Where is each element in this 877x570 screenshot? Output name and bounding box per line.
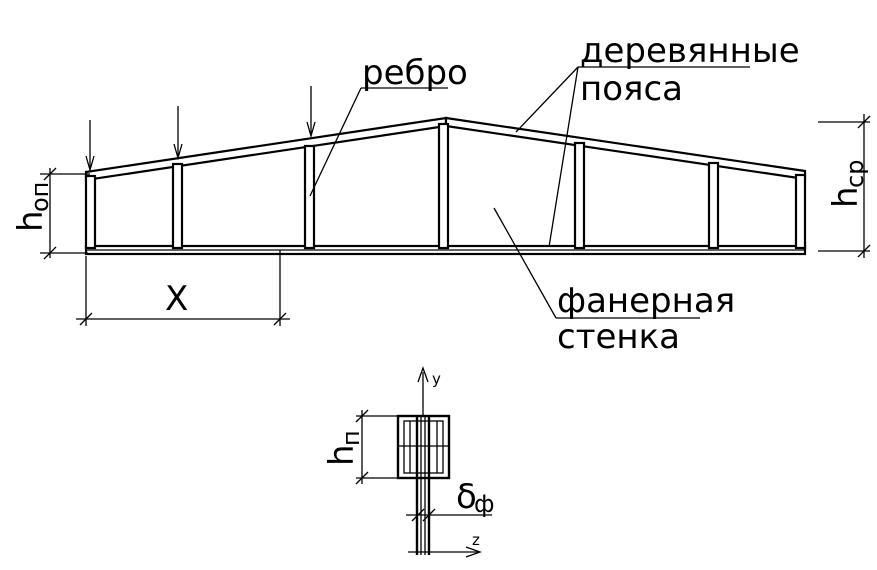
h-mid-main: h — [826, 186, 866, 208]
h-support-label: h оп — [11, 182, 54, 232]
rib-4 — [707, 161, 720, 250]
label-chords-line2: пояса — [580, 69, 683, 109]
axis-z-label: z — [472, 531, 480, 549]
load-arrows — [85, 86, 316, 173]
label-web-line1: фанерная — [557, 281, 735, 321]
h-mid-sub: ср — [841, 160, 869, 188]
h-mid-label: h ср — [826, 160, 869, 208]
dim-x: X — [76, 250, 290, 326]
dim-delta: δ ф — [406, 477, 495, 522]
label-web-line2: стенка — [557, 317, 680, 357]
rib-end-left — [84, 174, 97, 250]
h-chord-main: h — [322, 444, 362, 466]
load-arrow-3 — [306, 86, 316, 139]
load-arrow-1 — [85, 120, 95, 173]
h-chord-label: h п — [322, 430, 365, 466]
rib-ridge — [437, 122, 450, 250]
load-arrow-2 — [173, 106, 183, 161]
rib-2 — [303, 144, 316, 250]
h-support-main: h — [11, 210, 51, 232]
axis-y-label: y — [432, 370, 441, 388]
rib-1 — [171, 162, 184, 250]
delta-main: δ — [456, 477, 477, 517]
rib-end-right — [794, 173, 807, 250]
dim-h-mid: h ср — [818, 114, 871, 258]
label-chords-line1: деревянные — [580, 31, 800, 71]
axis-y: y — [417, 366, 441, 416]
cross-section: y z h — [322, 366, 495, 558]
axis-z: z — [408, 531, 482, 558]
beam-elevation — [84, 116, 807, 256]
leader-rib: ребро — [309, 53, 468, 197]
leader-web: фанерная стенка — [493, 207, 735, 357]
dim-h-chord: h п — [322, 409, 398, 485]
section-chord — [396, 414, 451, 480]
dim-x-label: X — [165, 279, 188, 319]
h-chord-sub: п — [337, 430, 365, 446]
label-rib: ребро — [362, 53, 468, 93]
section-web — [415, 416, 431, 555]
rib-3 — [573, 141, 586, 250]
h-support-sub: оп — [26, 182, 54, 212]
top-chord-right — [444, 116, 807, 181]
leader-chords: деревянные пояса — [515, 31, 800, 248]
top-chord-left — [84, 116, 448, 182]
dim-h-support: h оп — [11, 167, 90, 260]
delta-sub: ф — [474, 490, 495, 518]
